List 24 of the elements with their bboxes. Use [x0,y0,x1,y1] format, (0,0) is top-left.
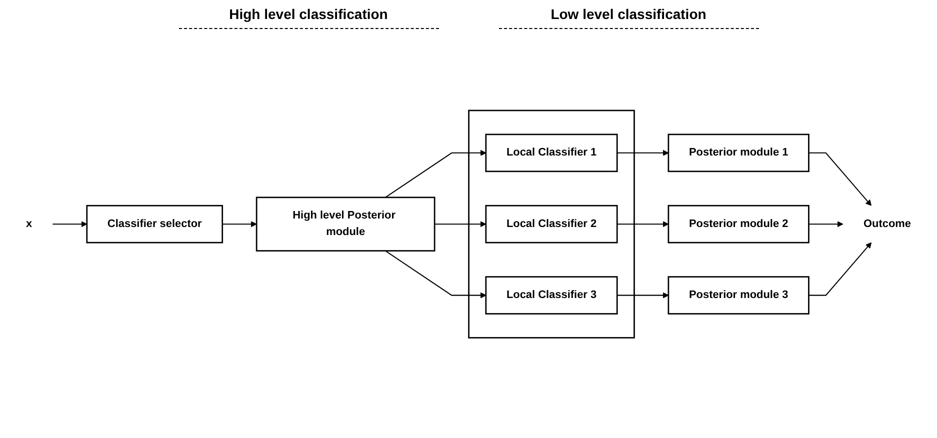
node-box: High level Posterior module [256,196,436,252]
arrow [808,242,872,296]
node-box: Local Classifier 3 [485,276,618,314]
arrow [617,292,669,298]
arrow [385,150,486,198]
section-heading: High level classification [178,6,438,29]
node-box: Posterior module 1 [668,134,810,172]
arrow [52,220,88,227]
arrow [808,220,844,227]
node-box: Local Classifier 1 [485,134,618,172]
arrow [617,220,669,227]
node-text: x [26,218,32,230]
node-box: Posterior module 3 [668,276,810,314]
cluster [468,110,635,338]
node-box: Local Classifier 2 [485,204,618,244]
arrow [385,250,486,298]
arrow [222,220,257,227]
node-box: Classifier selector [86,204,224,244]
arrow [434,220,486,227]
arrow [617,150,669,156]
section-heading: Low level classification [498,6,758,29]
node-box: Posterior module 2 [668,204,810,244]
arrow [808,152,872,206]
node-text: Outcome [863,218,911,230]
